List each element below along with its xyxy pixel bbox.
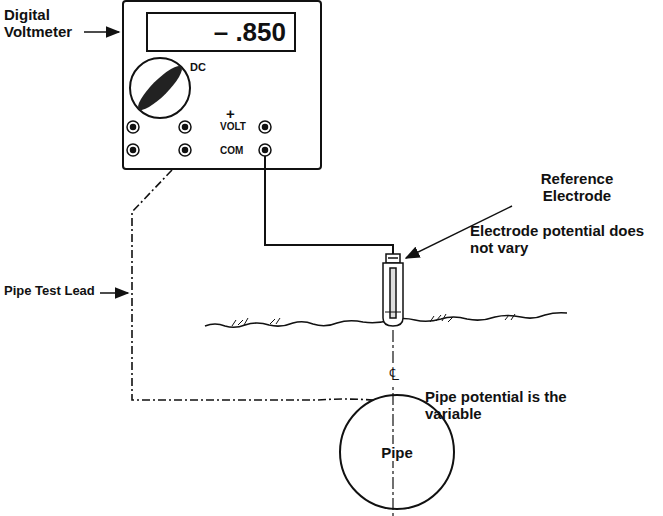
callout-label: Pipe potential is the variable: [425, 388, 595, 423]
test-lead: [132, 170, 373, 400]
range-dial: [130, 58, 190, 118]
callout-label: Electrode potential does not vary: [470, 222, 658, 257]
voltmeter-body: DC +VOLT COM – .850: [122, 0, 322, 170]
reference-lead: [265, 156, 393, 254]
centerline-symbol: ℄: [382, 364, 406, 385]
meter-marking: COM: [220, 146, 243, 156]
leader-arrow: [84, 31, 119, 33]
meter-reading: – .850: [214, 17, 286, 48]
centerline: [392, 330, 393, 516]
grass-tufts: [232, 314, 515, 326]
meter-jacks: [127, 121, 271, 156]
meter-display: – .850: [146, 12, 296, 52]
meter-marking: VOLT: [220, 122, 246, 132]
meter-marking: +: [226, 106, 235, 121]
reference-electrode: [383, 254, 403, 326]
pipe-label: Pipe: [379, 444, 415, 461]
meter-marking: DC: [190, 62, 206, 73]
leader-arrow: [100, 292, 128, 294]
callout-label: Pipe Test Lead: [4, 284, 100, 299]
callout-label: Digital Voltmeter: [4, 6, 84, 41]
callout-label: Reference Electrode: [512, 170, 642, 205]
